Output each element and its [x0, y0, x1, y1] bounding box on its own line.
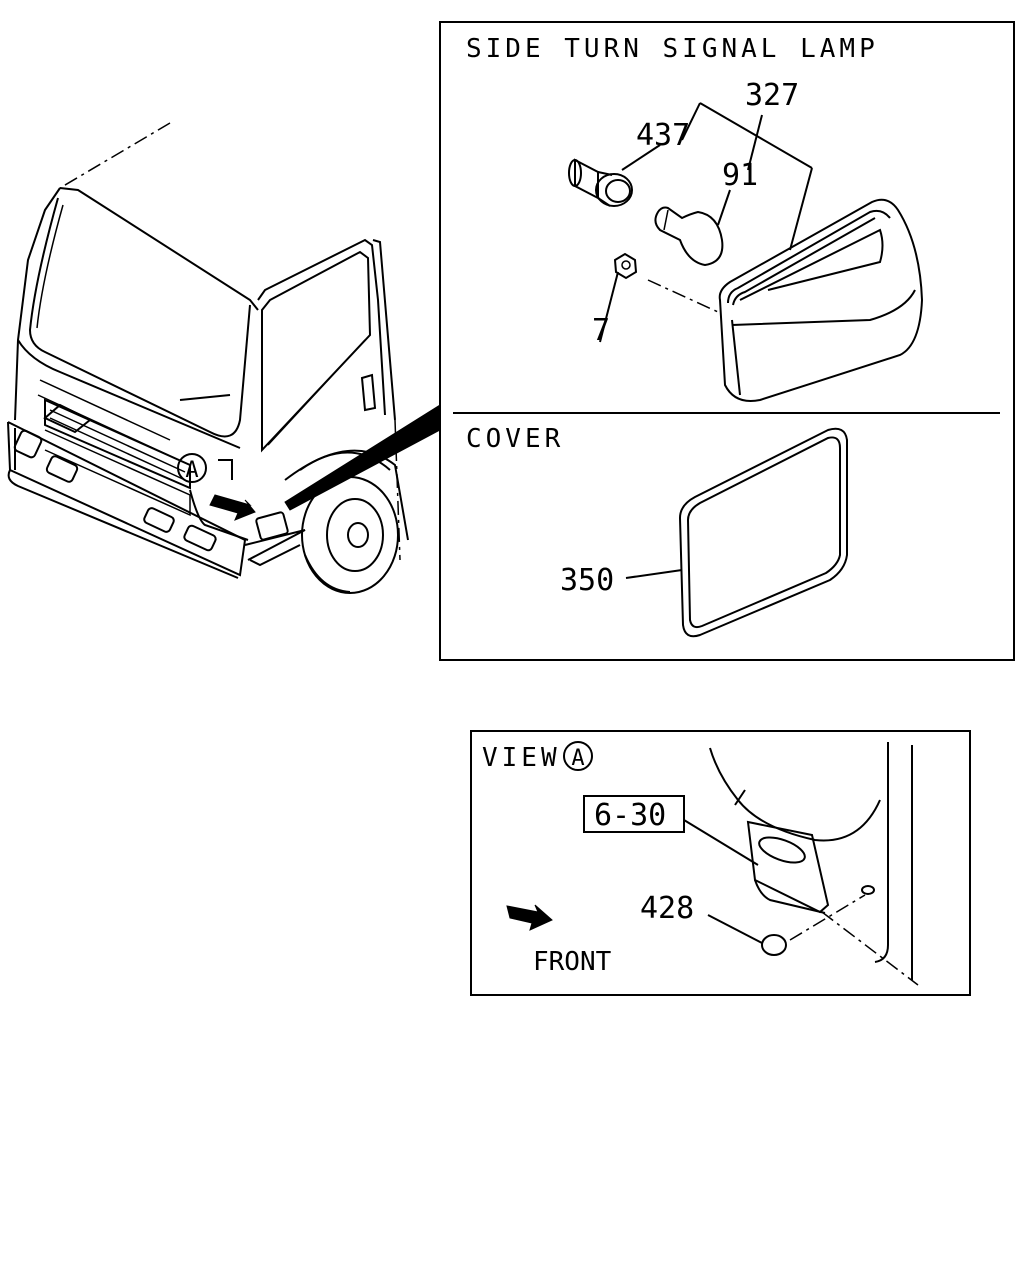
front-direction-label: FRONT: [533, 947, 612, 977]
callout-a-circle: [177, 453, 207, 483]
lamp-panel: SIDE TURN SIGNAL LAMP 327 437 91: [439, 21, 1015, 661]
view-a-letter: A: [571, 746, 584, 771]
part-label-7: 7: [592, 313, 610, 348]
part-label-428: 428: [640, 891, 694, 926]
part-label-350: 350: [560, 563, 614, 598]
cover-section-title: COVER: [466, 424, 564, 454]
cover-350: [678, 427, 848, 638]
bulb-91: [654, 206, 724, 267]
part-label-327: 327: [745, 78, 799, 113]
cab-door: [257, 238, 401, 561]
grommet-428: [761, 934, 787, 956]
front-arrow-icon: [506, 904, 553, 931]
bumper: [7, 421, 247, 579]
grille: [43, 398, 191, 517]
ref-box: [583, 795, 685, 833]
socket-437: [568, 158, 633, 207]
part-label-437: 437: [636, 118, 690, 153]
view-a-title: VIEW: [482, 743, 561, 773]
part-label-91: 91: [722, 158, 758, 193]
view-a-panel: VIEW A 6-30 428 FRONT: [470, 730, 971, 996]
lamp-assembly-327: [718, 198, 924, 402]
truck-illustration: A: [7, 122, 441, 594]
bracket: [746, 820, 830, 914]
nut-7: [613, 252, 638, 280]
view-a-circle: [563, 741, 593, 771]
ref-box-label: 6-30: [594, 798, 666, 833]
callout-a-letter: A: [185, 458, 198, 483]
lamp-panel-title: SIDE TURN SIGNAL LAMP: [466, 34, 879, 64]
